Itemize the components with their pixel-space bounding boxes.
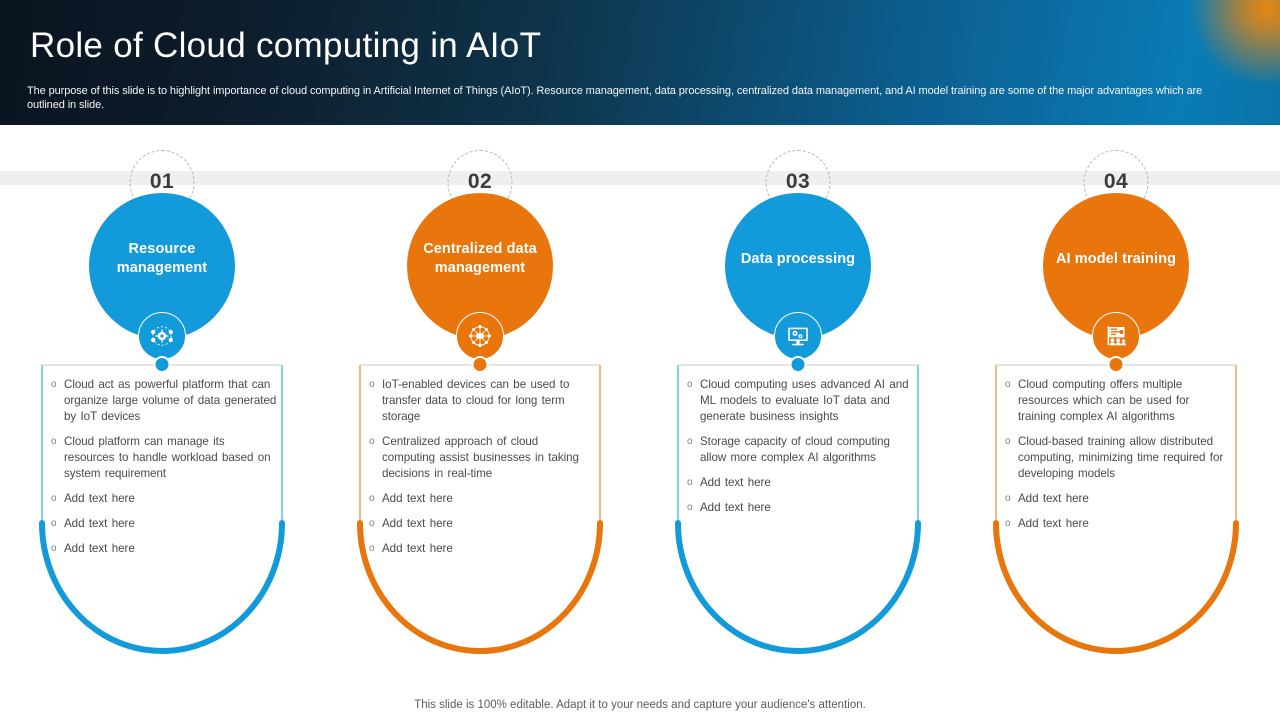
step-circle-01[interactable]: Resource management	[89, 193, 235, 339]
list-item: o Add text here	[369, 491, 595, 507]
bullet-marker: o	[369, 436, 375, 447]
page-title: Role of Cloud computing in AIoT	[30, 26, 542, 65]
connector-dot-01	[153, 356, 171, 373]
list-item: o Add text here	[1005, 491, 1231, 507]
data-hub-network-icon	[456, 312, 504, 360]
bullet-list-02: o IoT-enabled devices can be used to tran…	[369, 377, 595, 566]
bullet-list-03: o Cloud computing uses advanced AI and ML…	[687, 377, 913, 525]
step-number-04: 04	[1103, 169, 1129, 193]
step-title-02: Centralized data management	[423, 241, 537, 276]
connector-dot-03	[789, 356, 807, 373]
bullet-marker: o	[687, 379, 693, 390]
column-02[interactable]: 02 Centralized data management	[335, 125, 625, 670]
bullet-list-04: o Cloud computing offers multiple resourc…	[1005, 377, 1231, 541]
bullet-marker: o	[51, 518, 57, 529]
columns-container: 01 Resource management	[0, 125, 1280, 685]
bullet-marker: o	[1005, 493, 1011, 504]
bullet-text: Cloud act as powerful platform that can …	[64, 378, 277, 423]
step-title-04: AI model training	[1055, 250, 1177, 267]
bullet-marker: o	[1005, 518, 1011, 529]
bullet-text: Add text here	[382, 517, 453, 530]
bullet-text: Storage capacity of cloud computing allo…	[700, 435, 890, 464]
bullet-text: Add text here	[700, 501, 771, 514]
connector-dot-02	[471, 356, 489, 373]
bullet-text: Add text here	[64, 542, 135, 555]
list-item: o Add text here	[1005, 516, 1231, 532]
bullet-marker: o	[687, 436, 693, 447]
bullet-marker: o	[687, 502, 693, 513]
divider-band	[0, 171, 1280, 185]
bullet-text: Add text here	[1018, 492, 1089, 505]
step-number-03: 03	[785, 169, 811, 193]
bullet-text: Add text here	[382, 492, 453, 505]
list-item: o Cloud-based training allow distributed …	[1005, 434, 1231, 482]
bullet-marker: o	[369, 379, 375, 390]
list-item: o Add text here	[51, 491, 277, 507]
bullet-text: Cloud computing offers multiple resource…	[1018, 378, 1190, 423]
bullet-marker: o	[51, 379, 57, 390]
list-item: o Add text here	[369, 516, 595, 532]
list-item: o Centralized approach of cloud computing…	[369, 434, 595, 482]
monitor-gears-icon	[774, 312, 822, 360]
page-subtitle: The purpose of this slide is to highligh…	[27, 85, 1203, 111]
list-item: o Add text here	[369, 541, 595, 557]
list-item: o Cloud computing uses advanced AI and ML…	[687, 377, 913, 425]
training-board-icon	[1092, 312, 1140, 360]
column-01[interactable]: 01 Resource management	[17, 125, 307, 670]
connector-dot-04	[1107, 356, 1125, 373]
list-item: o Add text here	[687, 500, 913, 516]
bullet-text: Centralized approach of cloud computing …	[382, 435, 579, 480]
bullet-text: Add text here	[64, 492, 135, 505]
bullet-text: Add text here	[64, 517, 135, 530]
list-item: o Add text here	[51, 516, 277, 532]
bullet-marker: o	[369, 518, 375, 529]
slide-header: Role of Cloud computing in AIoT The purp…	[0, 0, 1280, 125]
bullet-marker: o	[51, 543, 57, 554]
list-item: o Cloud act as powerful platform that can…	[51, 377, 277, 425]
bullet-text: Add text here	[382, 542, 453, 555]
step-number-01: 01	[149, 169, 175, 193]
list-item: o Add text here	[687, 475, 913, 491]
bullet-marker: o	[51, 436, 57, 447]
bullet-text: Cloud platform can manage its resources …	[64, 435, 271, 480]
bullet-text: Add text here	[700, 476, 771, 489]
list-item: o Cloud computing offers multiple resourc…	[1005, 377, 1231, 425]
bullet-marker: o	[369, 543, 375, 554]
bullet-marker: o	[1005, 379, 1011, 390]
bullet-marker: o	[687, 477, 693, 488]
list-item: o IoT-enabled devices can be used to tran…	[369, 377, 595, 425]
step-circle-04[interactable]: AI model training	[1043, 193, 1189, 339]
step-number-02: 02	[467, 169, 493, 193]
bullet-text: Add text here	[1018, 517, 1089, 530]
footer-note: This slide is 100% editable. Adapt it to…	[414, 699, 866, 711]
column-04[interactable]: 04 AI model training	[971, 125, 1261, 670]
gear-network-icon	[138, 312, 186, 360]
bullet-marker: o	[51, 493, 57, 504]
step-title-03: Data processing	[740, 250, 856, 267]
list-item: o Add text here	[51, 541, 277, 557]
bullet-list-01: o Cloud act as powerful platform that can…	[51, 377, 277, 566]
bullet-text: IoT-enabled devices can be used to trans…	[382, 378, 570, 423]
list-item: o Cloud platform can manage its resources…	[51, 434, 277, 482]
list-item: o Storage capacity of cloud computing all…	[687, 434, 913, 466]
bullet-text: Cloud computing uses advanced AI and ML …	[700, 378, 909, 423]
step-title-01: Resource management	[116, 241, 208, 276]
bullet-text: Cloud-based training allow distributed c…	[1018, 435, 1224, 480]
bullet-marker: o	[369, 493, 375, 504]
bullet-marker: o	[1005, 436, 1011, 447]
